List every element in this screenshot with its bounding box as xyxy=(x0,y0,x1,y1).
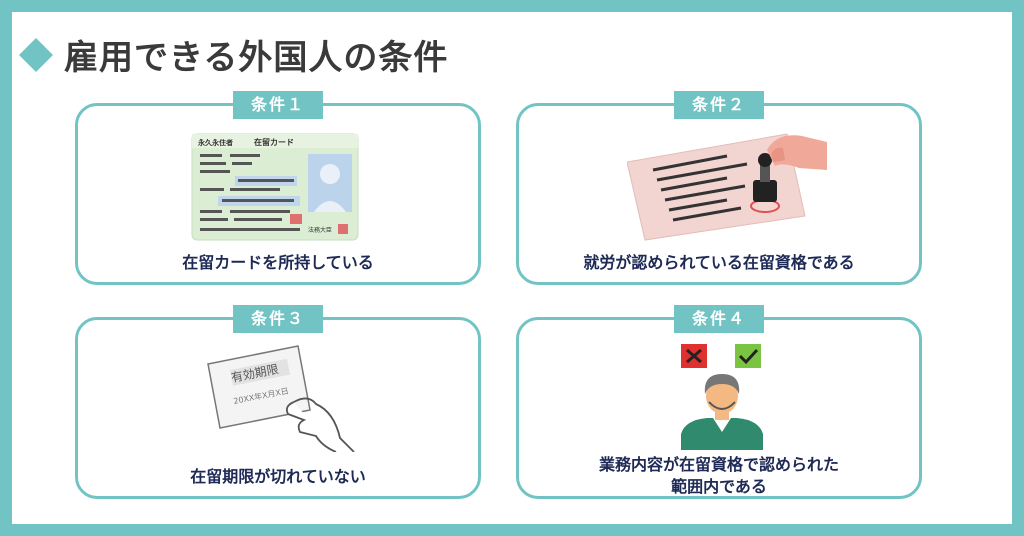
worker-check-icon xyxy=(681,344,763,450)
condition-tag-4: 条件４ xyxy=(674,305,764,333)
condition-tag-2: 条件２ xyxy=(674,91,764,119)
condition-caption-4-line-1: 業務内容が在留資格で認められた xyxy=(598,455,839,474)
page-title: 雇用できる外国人の条件 xyxy=(19,30,449,79)
page-title-text: 雇用できる外国人の条件 xyxy=(64,38,449,78)
condition-caption-4-line-2: 範囲内である xyxy=(671,477,767,496)
condition-card-1: 条件１ 永久永住者 在留カード 法務大臣 在留カードを所持している xyxy=(75,91,481,285)
card-header-left: 永久永住者 xyxy=(197,138,233,147)
condition-caption-3: 在留期限が切れていない xyxy=(190,467,366,486)
diamond-bullet-icon xyxy=(19,37,53,72)
condition-caption-2: 就労が認められている在留資格である xyxy=(583,253,855,272)
condition-card-4: 条件４ 業務内容が在留資格で認められた 範囲内である xyxy=(516,305,922,499)
expiry-card-icon: 有効期限 20XX年X月X日 xyxy=(207,345,355,452)
condition-caption-1: 在留カードを所持している xyxy=(182,253,374,272)
condition-tag-3: 条件３ xyxy=(233,305,323,333)
card-stamp-text: 法務大臣 xyxy=(308,226,332,234)
card-header-center: 在留カード xyxy=(254,137,294,147)
stamp-document-icon xyxy=(627,133,827,241)
condition-caption-4: 業務内容が在留資格で認められた 範囲内である xyxy=(519,454,919,498)
check-box-icon xyxy=(735,344,761,368)
condition-card-2: 条件２ 就労が認められている在留資格である xyxy=(516,91,922,285)
residence-card-icon: 永久永住者 在留カード 法務大臣 xyxy=(191,133,359,241)
condition-card-3: 条件３ 有効期限 20XX年X月X日 在留期限が切れていない xyxy=(75,305,481,499)
condition-tag-1: 条件１ xyxy=(233,91,323,119)
